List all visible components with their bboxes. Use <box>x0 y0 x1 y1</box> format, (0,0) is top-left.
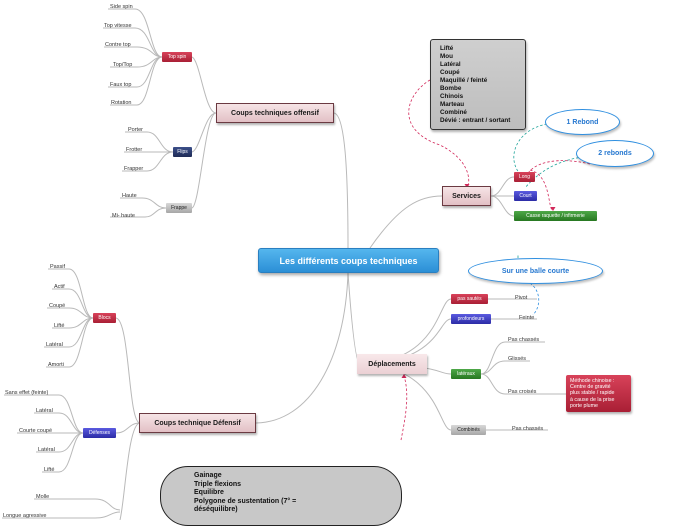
services-note: Chinois <box>440 93 464 100</box>
tag-long-label: Long <box>518 174 531 180</box>
branch-offensive[interactable]: Coups techniques offensif <box>216 103 334 123</box>
branch-services[interactable]: Services <box>442 186 491 206</box>
services-note: Coupé <box>440 69 460 76</box>
tag-profondeurs-label: profondeurs <box>457 316 485 322</box>
tag-profondeurs[interactable]: profondeurs <box>451 314 491 324</box>
blocs-item[interactable]: Lifté <box>54 323 65 329</box>
methode-line: à cause de la prise <box>570 396 615 403</box>
combines-item[interactable]: Pas chassés <box>512 426 544 432</box>
blocs-item[interactable]: Actif <box>54 284 65 290</box>
bubble-2-rebonds[interactable]: 2 rebonds <box>576 140 654 167</box>
defenses-item[interactable]: Latéral <box>36 408 53 414</box>
flips-item[interactable]: Frotter <box>126 147 143 153</box>
services-note: Marteau <box>440 101 465 108</box>
services-note: Latéral <box>440 61 461 68</box>
topspin-item[interactable]: Side spin <box>110 4 133 10</box>
services-note: Dévié : entrant / sortant <box>440 117 511 124</box>
pas-sautes-item[interactable]: Pivot <box>515 295 528 301</box>
physical-note: déséquilibre) <box>194 506 238 513</box>
branch-offensive-label: Coups techniques offensif <box>231 109 319 117</box>
tag-combines[interactable]: Combinés <box>451 425 486 435</box>
tag-flips-label: Flips <box>177 149 188 155</box>
tag-pas-sautes[interactable]: pas sautés <box>451 294 488 304</box>
branch-services-label: Services <box>452 192 481 200</box>
physical-note: Polygone de sustentation (7° = <box>194 497 297 505</box>
topspin-item[interactable]: Rotation <box>111 100 132 106</box>
tag-top-spin[interactable]: Top spin <box>162 52 192 62</box>
services-note: Maquillé / feinté <box>440 77 488 84</box>
tag-lateraux-label: latéraux <box>457 371 475 377</box>
blocs-item[interactable]: Amorti <box>48 362 64 368</box>
tag-frappe[interactable]: Frappe <box>166 203 192 213</box>
frappe-item[interactable]: Haute <box>122 193 137 199</box>
branch-deplacements-label: Déplacements <box>368 360 416 368</box>
services-note: Mou <box>440 53 453 60</box>
methode-chinoise-note[interactable]: Méthode chinoise : Centre de gravité plu… <box>566 375 631 412</box>
tag-court-label: Court <box>519 193 532 199</box>
blocs-item[interactable]: Latéral <box>46 342 63 348</box>
flips-item[interactable]: Frapper <box>124 166 144 172</box>
branch-deplacements[interactable]: Déplacements <box>357 354 427 374</box>
services-note: Combiné <box>440 109 467 116</box>
defensive-extra-item[interactable]: Molle <box>36 494 50 500</box>
tag-court[interactable]: Court <box>514 191 537 201</box>
defensive-extra-item[interactable]: Longue agressive <box>3 513 47 519</box>
physical-note: Triple flexions <box>194 480 242 488</box>
services-note: Lifté <box>440 45 454 52</box>
defenses-item[interactable]: Lifté <box>44 467 55 473</box>
topspin-item[interactable]: Top/Top <box>113 62 133 68</box>
lateraux-item[interactable]: Glissés <box>508 356 527 362</box>
lateraux-item[interactable]: Pas chassés <box>508 337 540 343</box>
flips-item[interactable]: Porter <box>128 127 143 133</box>
methode-line: porte plume <box>570 402 598 409</box>
branch-defensive-label: Coups technique Défensif <box>154 419 241 427</box>
methode-line: Centre de gravité <box>570 384 611 391</box>
lateraux-item[interactable]: Pas croisés <box>508 389 537 395</box>
tag-lateraux[interactable]: latéraux <box>451 369 481 379</box>
bubble-1-rebond-label: 1 Rebond <box>566 118 599 126</box>
tag-long[interactable]: Long <box>514 172 535 182</box>
tag-flips[interactable]: Flips <box>173 147 192 157</box>
defenses-item[interactable]: Courte coupé <box>19 428 53 434</box>
tag-blocs[interactable]: Blocs <box>93 313 116 323</box>
central-topic-label: Les différents coups techniques <box>279 255 418 266</box>
tag-defenses-label: Défenses <box>88 430 111 436</box>
tag-blocs-label: Blocs <box>98 315 111 321</box>
blocs-item[interactable]: Passif <box>50 264 65 270</box>
defenses-item[interactable]: Sans effet (feinte) <box>5 390 49 396</box>
tag-defenses[interactable]: Défenses <box>83 428 116 438</box>
topspin-item[interactable]: Contre top <box>105 42 131 48</box>
defenses-item[interactable]: Latéral <box>38 447 55 453</box>
central-topic[interactable]: Les différents coups techniques <box>258 248 439 273</box>
bubble-1-rebond[interactable]: 1 Rebond <box>545 109 620 135</box>
tag-combines-label: Combinés <box>457 427 480 433</box>
services-notes[interactable]: Lifté Mou Latéral Coupé Maquillé / feint… <box>430 39 526 130</box>
tag-pas-sautes-label: pas sautés <box>457 296 482 302</box>
physical-note: Equilibre <box>194 489 224 496</box>
topspin-item[interactable]: Top vitesse <box>104 23 132 29</box>
tag-top-spin-label: Top spin <box>167 54 187 60</box>
profondeurs-item[interactable]: Feinte <box>519 315 535 321</box>
physical-notes-box[interactable]: Gainage Triple flexions Equilibre Polygo… <box>160 466 402 526</box>
bubble-balle-courte[interactable]: Sur une balle courte <box>468 258 603 284</box>
bubble-2-rebonds-label: 2 rebonds <box>598 150 632 157</box>
tag-casse-raquette[interactable]: Casse raquette / infirmerie <box>514 211 597 221</box>
tag-frappe-label: Frappe <box>171 205 187 211</box>
bubble-balle-courte-label: Sur une balle courte <box>501 267 570 275</box>
blocs-item[interactable]: Coupé <box>49 303 66 309</box>
methode-line: Méthode chinoise : <box>570 378 615 384</box>
branch-defensive[interactable]: Coups technique Défensif <box>139 413 256 433</box>
methode-line: plus stable / rapide <box>570 390 615 397</box>
frappe-item[interactable]: Mi- haute <box>112 213 135 219</box>
topspin-item[interactable]: Faux top <box>110 82 132 88</box>
services-note: Bombe <box>440 85 462 92</box>
physical-note: Gainage <box>194 472 222 479</box>
tag-casse-raquette-label: Casse raquette / infirmerie <box>526 213 585 219</box>
